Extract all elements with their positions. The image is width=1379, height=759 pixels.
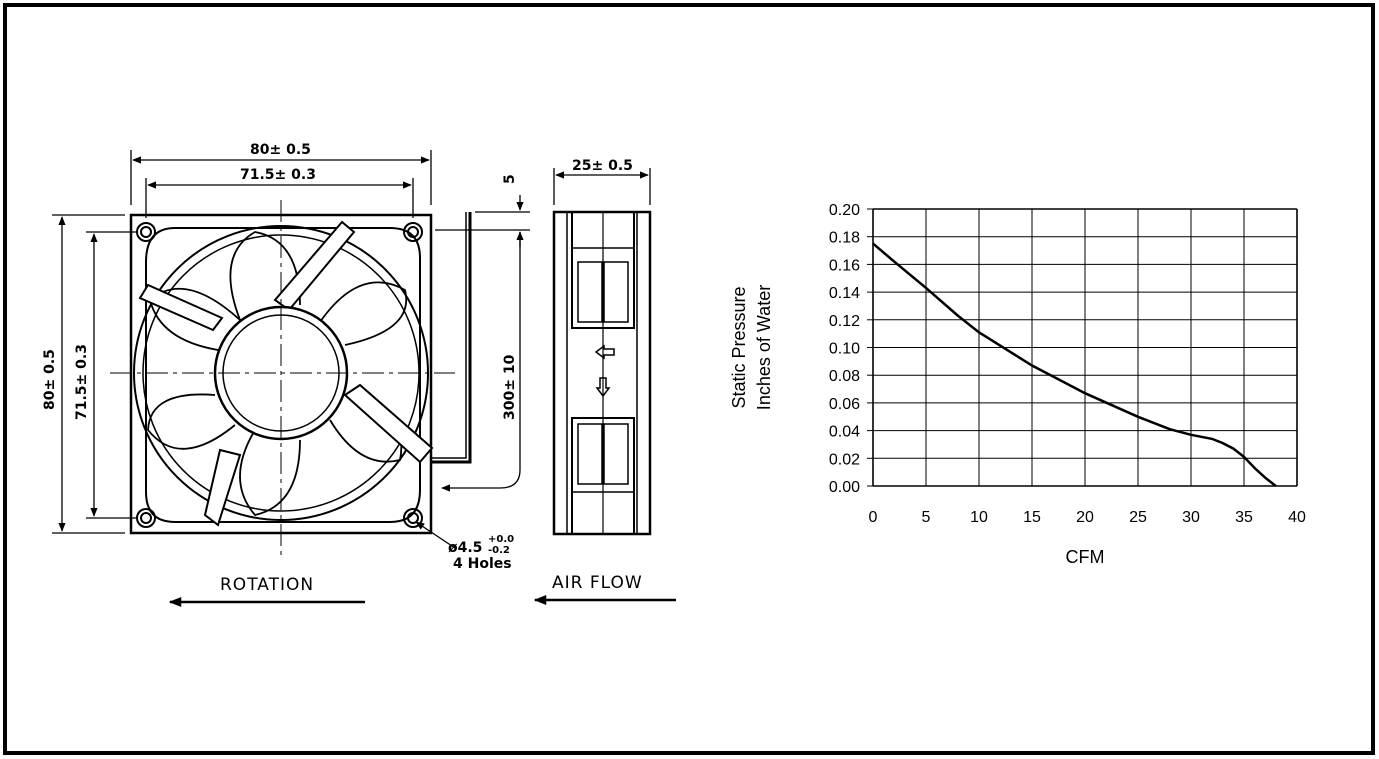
y-tick-label: 0.16: [829, 257, 860, 274]
y-tick-label: 0.20: [829, 202, 860, 219]
dim-height-hole: 71.5± 0.3: [74, 344, 90, 420]
hole-tol-minus: -0.2: [488, 545, 510, 556]
y-tick-label: 0.00: [829, 479, 860, 496]
y-axis-label-line2: Inches of Water: [754, 285, 774, 410]
x-tick-label: 15: [1023, 509, 1041, 526]
y-axis-label-line1: Static Pressure: [729, 286, 749, 408]
x-tick-label: 40: [1288, 509, 1306, 526]
y-tick-label: 0.10: [829, 341, 860, 358]
chart-grid: [867, 208, 1298, 487]
y-tick-label: 0.18: [829, 230, 860, 247]
lead-wire-inner: [432, 212, 467, 459]
dim-height-outer: 80± 0.5: [42, 349, 58, 410]
dim-width-hole: 71.5± 0.3: [240, 167, 316, 183]
front-dimensions: [52, 150, 530, 549]
y-tick-label: 0.06: [829, 396, 860, 413]
hole-count: 4 Holes: [453, 556, 512, 572]
y-tick-label: 0.14: [829, 285, 860, 302]
dim-lead-offset: 5: [502, 174, 518, 184]
x-tick-label: 25: [1129, 509, 1147, 526]
fan-venturi: [145, 227, 421, 523]
x-tick-label: 10: [970, 509, 988, 526]
chart-tick-labels: 0 5 10 15 20 25 30 35 40 0.00 0.02 0.04 0.06 0.08 0.10…: [829, 202, 1306, 526]
rotation-label: ROTATION: [220, 575, 314, 595]
page-border: [3, 3, 1375, 755]
mounting-holes: [136, 222, 423, 528]
pressure-curve: [872, 242, 1277, 487]
hole-tol-plus: +0.0: [488, 534, 514, 545]
x-tick-label: 20: [1076, 509, 1094, 526]
fan-front-view: [110, 200, 472, 560]
y-tick-label: 0.08: [829, 368, 860, 385]
hole-diameter: ø4.5: [448, 540, 482, 556]
side-arrow-left: [594, 344, 615, 360]
dim-width-outer: 80± 0.5: [250, 142, 311, 158]
x-tick-label: 0: [869, 509, 878, 526]
dim-depth: 25± 0.5: [572, 158, 633, 174]
side-arrow-down: [595, 377, 611, 398]
hole-callout: ø4.5 +0.0 -0.2 4 Holes: [448, 534, 514, 572]
x-axis-label: CFM: [1066, 547, 1105, 567]
y-tick-label: 0.02: [829, 451, 860, 468]
fan-blades: [147, 231, 408, 516]
x-tick-label: 30: [1182, 509, 1200, 526]
fan-dimension-drawing: 80± 0.5 71.5± 0.3 80± 0.5 71.5± 0.3 5 30…: [42, 142, 676, 607]
x-tick-label: 5: [922, 509, 931, 526]
fan-side-view: [552, 168, 652, 536]
y-tick-label: 0.04: [829, 424, 860, 441]
x-tick-label: 35: [1235, 509, 1253, 526]
airflow-label: AIR FLOW: [552, 573, 643, 593]
dim-lead-length: 300± 10: [502, 354, 518, 420]
center-lines: [110, 200, 455, 560]
fan-struts: [138, 220, 434, 527]
lead-wire: [432, 212, 472, 464]
y-tick-label: 0.12: [829, 313, 860, 330]
